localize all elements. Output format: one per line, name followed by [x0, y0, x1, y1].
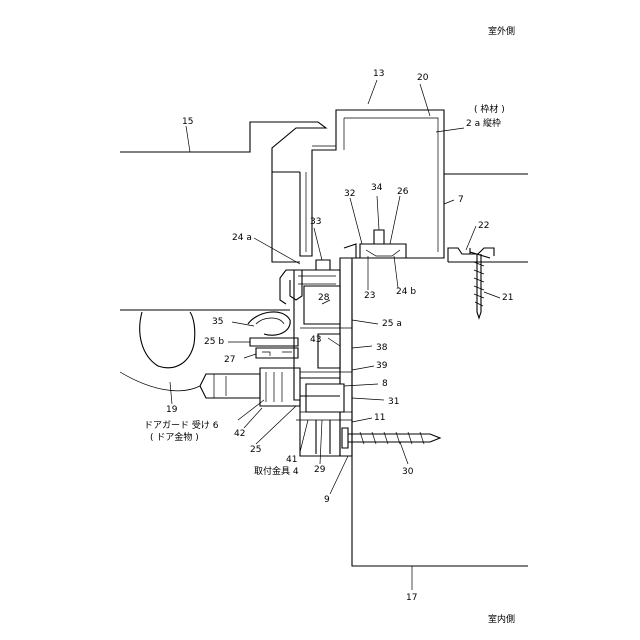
label-27: 27 [224, 355, 235, 365]
label-25a: 25 a [382, 319, 402, 329]
outer-frame-profile [272, 110, 444, 262]
label-31: 31 [388, 397, 399, 407]
label-26: 26 [397, 187, 409, 197]
label-21: 21 [502, 293, 513, 303]
screw-30 [342, 428, 440, 448]
label-39: 39 [376, 361, 388, 371]
outdoor-label: 室外側 [488, 25, 515, 37]
label-38: 38 [376, 343, 388, 353]
label-34: 34 [371, 183, 383, 193]
label-8: 8 [382, 379, 388, 389]
hook-24a [280, 270, 302, 304]
label-2a: 2 a 縦枠 [466, 117, 501, 129]
label-28: 28 [318, 293, 330, 303]
label-35: 35 [212, 317, 223, 327]
label-20: 20 [417, 73, 429, 83]
part-27 [256, 348, 298, 358]
mount-profile-25 [294, 258, 352, 456]
door-19 [120, 312, 200, 391]
bracket-22 [448, 248, 494, 262]
label-19: 19 [166, 405, 178, 415]
label-42: 42 [234, 429, 245, 439]
label-43: 43 [310, 335, 321, 345]
label-11: 11 [374, 413, 385, 423]
label-32: 32 [344, 189, 355, 199]
label-7: 7 [458, 195, 464, 205]
label-17: 17 [406, 593, 417, 603]
label-23: 23 [364, 291, 375, 301]
top-clip-parts [316, 230, 406, 270]
label-22: 22 [478, 221, 489, 231]
label-41: 41 [286, 455, 297, 465]
indoor-label: 室内側 [488, 613, 515, 625]
label-mount-bracket: 取付金具 4 [254, 465, 299, 477]
label-frame-group: ( 枠材 ) [474, 103, 505, 115]
label-15: 15 [182, 117, 193, 127]
label-door-guard-receiver: ドアガード 受け 6 [144, 419, 219, 431]
label-30: 30 [402, 467, 414, 477]
label-24b: 24 b [396, 287, 416, 297]
label-25: 25 [250, 445, 261, 455]
label-25b: 25 b [204, 337, 224, 347]
labels: 室外側 室内側 13 20 15 ( 枠材 ) 2 a 縦枠 7 22 21 3… [144, 25, 515, 625]
label-29: 29 [314, 465, 326, 475]
seal-35 [248, 312, 298, 346]
label-33: 33 [310, 217, 321, 227]
label-24a: 24 a [232, 233, 252, 243]
label-13: 13 [373, 69, 384, 79]
label-9: 9 [324, 495, 330, 505]
label-door-hardware: ( ドア金物 ) [150, 431, 199, 443]
